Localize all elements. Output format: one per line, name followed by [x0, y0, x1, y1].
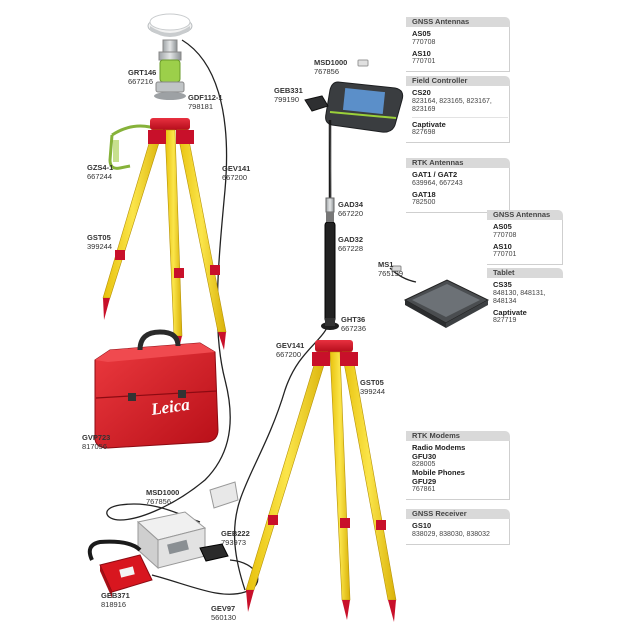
cable-gev141-right — [233, 314, 331, 591]
gad32-pole — [324, 212, 336, 323]
tripod-left — [102, 118, 227, 352]
tripod-right — [245, 340, 397, 622]
cs35-tablet — [403, 279, 490, 328]
panel-header: RTK Antennas — [406, 158, 510, 168]
gdf112-tribrach — [154, 59, 186, 100]
panel-header: GNSS Receiver — [406, 509, 510, 519]
gvp723-case: Leica — [94, 329, 219, 449]
geb371-battery-pack — [87, 539, 153, 598]
cable-gev141-left — [106, 39, 231, 523]
ght36-mount — [321, 318, 339, 330]
panel-header: Tablet — [487, 268, 563, 278]
ms1-stick — [391, 265, 402, 272]
grt146-adapter — [158, 39, 182, 61]
panel-header: GNSS Antennas — [487, 210, 563, 220]
cable-gev97 — [151, 559, 259, 595]
panel-header: RTK Modems — [406, 431, 510, 441]
msd1000-top — [357, 59, 369, 67]
cs20-field-controller — [325, 81, 404, 133]
geb222-battery — [199, 543, 229, 562]
gnss-antenna-left — [147, 13, 193, 37]
panel-header: GNSS Antennas — [406, 17, 510, 27]
geb331-battery — [304, 95, 329, 112]
gs10-receiver — [136, 511, 207, 570]
panel-header: Field Controller — [406, 76, 510, 86]
mount-bracket — [209, 481, 239, 509]
rtk-antenna — [325, 120, 335, 213]
